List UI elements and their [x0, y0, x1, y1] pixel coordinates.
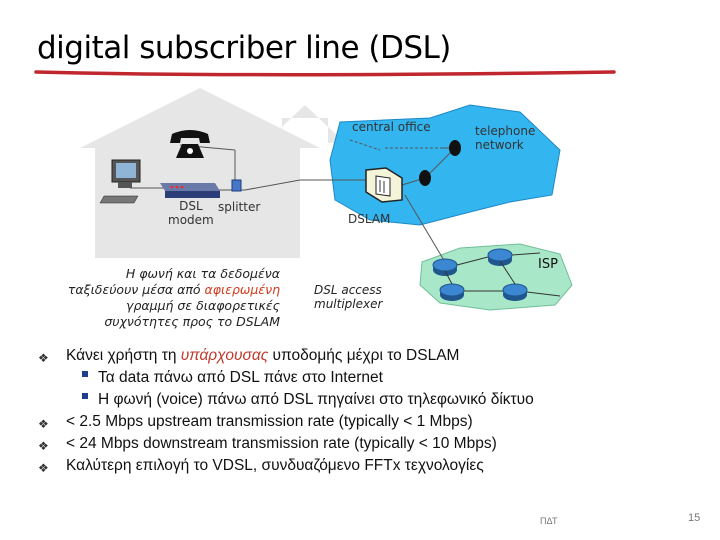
computer-icon: [99, 159, 141, 204]
router-icon: [487, 248, 513, 266]
bullet-marker-icon: ❖: [38, 439, 49, 453]
dsl-modem-icon: [160, 183, 220, 198]
bullet-item: ❖ < 2.5 Mbps upstream transmission rate …: [38, 411, 473, 432]
bullet-item: ❖ < 24 Mbps downstream transmission rate…: [38, 433, 497, 454]
caption-line: Η φωνή και τα δεδομένα: [125, 266, 280, 281]
bullet-item: ❖ Καλύτερη επιλογή το VDSL, συνδυαζόμενο…: [38, 455, 484, 476]
bullet-marker-icon: ❖: [38, 417, 49, 431]
footer-text: ΠΔΤ: [540, 516, 558, 526]
telephone-switch-icon: [419, 140, 461, 186]
central-office-house: [265, 105, 345, 143]
central-office-label: central office: [352, 120, 431, 134]
title-underline: [34, 70, 616, 77]
slide-title: digital subscriber line (DSL): [37, 30, 451, 66]
splitter-icon: [231, 179, 242, 192]
caption-line: συχνότητες προς το DSLAM: [104, 314, 280, 329]
router-icon: [502, 283, 528, 301]
diagram-caption: Η φωνή και τα δεδομένα ταξιδεύουν μέσα α…: [60, 266, 280, 330]
bullet-marker-icon: ❖: [38, 351, 49, 365]
splitter-label: splitter: [218, 200, 261, 214]
page-number: 15: [688, 512, 701, 524]
home-house: [80, 88, 320, 258]
telephone-network-label: telephone network: [475, 124, 536, 152]
bullet-marker-icon: ❖: [38, 461, 49, 475]
telephone-icon: [170, 130, 210, 158]
caption-highlight: αφιερωμένη: [204, 282, 281, 297]
dslam-icon: [365, 167, 403, 203]
dslam-label: DSLAM: [348, 212, 391, 226]
dsl-modem-label: DSL modem: [168, 199, 214, 227]
caption-line: γραμμή σε διαφορετικές: [126, 298, 280, 313]
caption-line: ταξιδεύουν μέσα από αφιερωμένη: [67, 282, 281, 297]
isp-label: ISP: [538, 257, 558, 272]
bullet-item: ❖ Κάνει χρήστη τη υπάρχουσας υποδομής μέ…: [38, 345, 459, 366]
isp-routers: [432, 248, 561, 301]
sub-bullet-item: Τα data πάνω από DSL πάνε στο Internet: [82, 367, 383, 388]
router-icon: [439, 283, 465, 301]
square-bullet-icon: [82, 371, 88, 377]
sub-bullet-item: Η φωνή (voice) πάνω από DSL πηγαίνει στο…: [82, 389, 534, 410]
dsl-access-multiplexer-label: DSL access multiplexer: [314, 283, 383, 311]
bullet-emphasis: υπάρχουσας: [180, 347, 269, 364]
square-bullet-icon: [82, 393, 88, 399]
router-icon: [432, 258, 458, 276]
